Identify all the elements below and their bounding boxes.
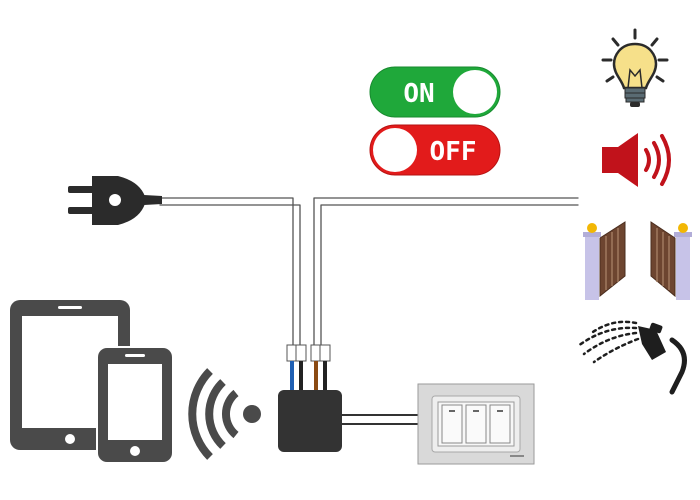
gate-icon [583, 221, 692, 300]
on-toggle-label: ON [403, 79, 434, 109]
switch-rocker-1 [441, 404, 463, 444]
off-toggle[interactable]: OFF [369, 124, 501, 176]
switch-rocker-3 [489, 404, 511, 444]
wifi-icon [188, 368, 261, 460]
wiring [159, 197, 579, 425]
speaker-icon [602, 133, 671, 187]
sprinkler-icon [576, 320, 687, 395]
off-toggle-label: OFF [430, 137, 477, 167]
plug-icon [68, 176, 162, 225]
on-toggle[interactable]: ON [369, 66, 501, 118]
wall-switch-icon [417, 383, 535, 465]
plug-wire [159, 197, 294, 361]
phone-icon [96, 346, 174, 464]
switch-rocker-2 [465, 404, 487, 444]
load-wire [313, 197, 579, 361]
light-bulb-icon [601, 28, 669, 107]
relay-module-icon [278, 344, 342, 452]
terminal-blocks [286, 344, 331, 362]
